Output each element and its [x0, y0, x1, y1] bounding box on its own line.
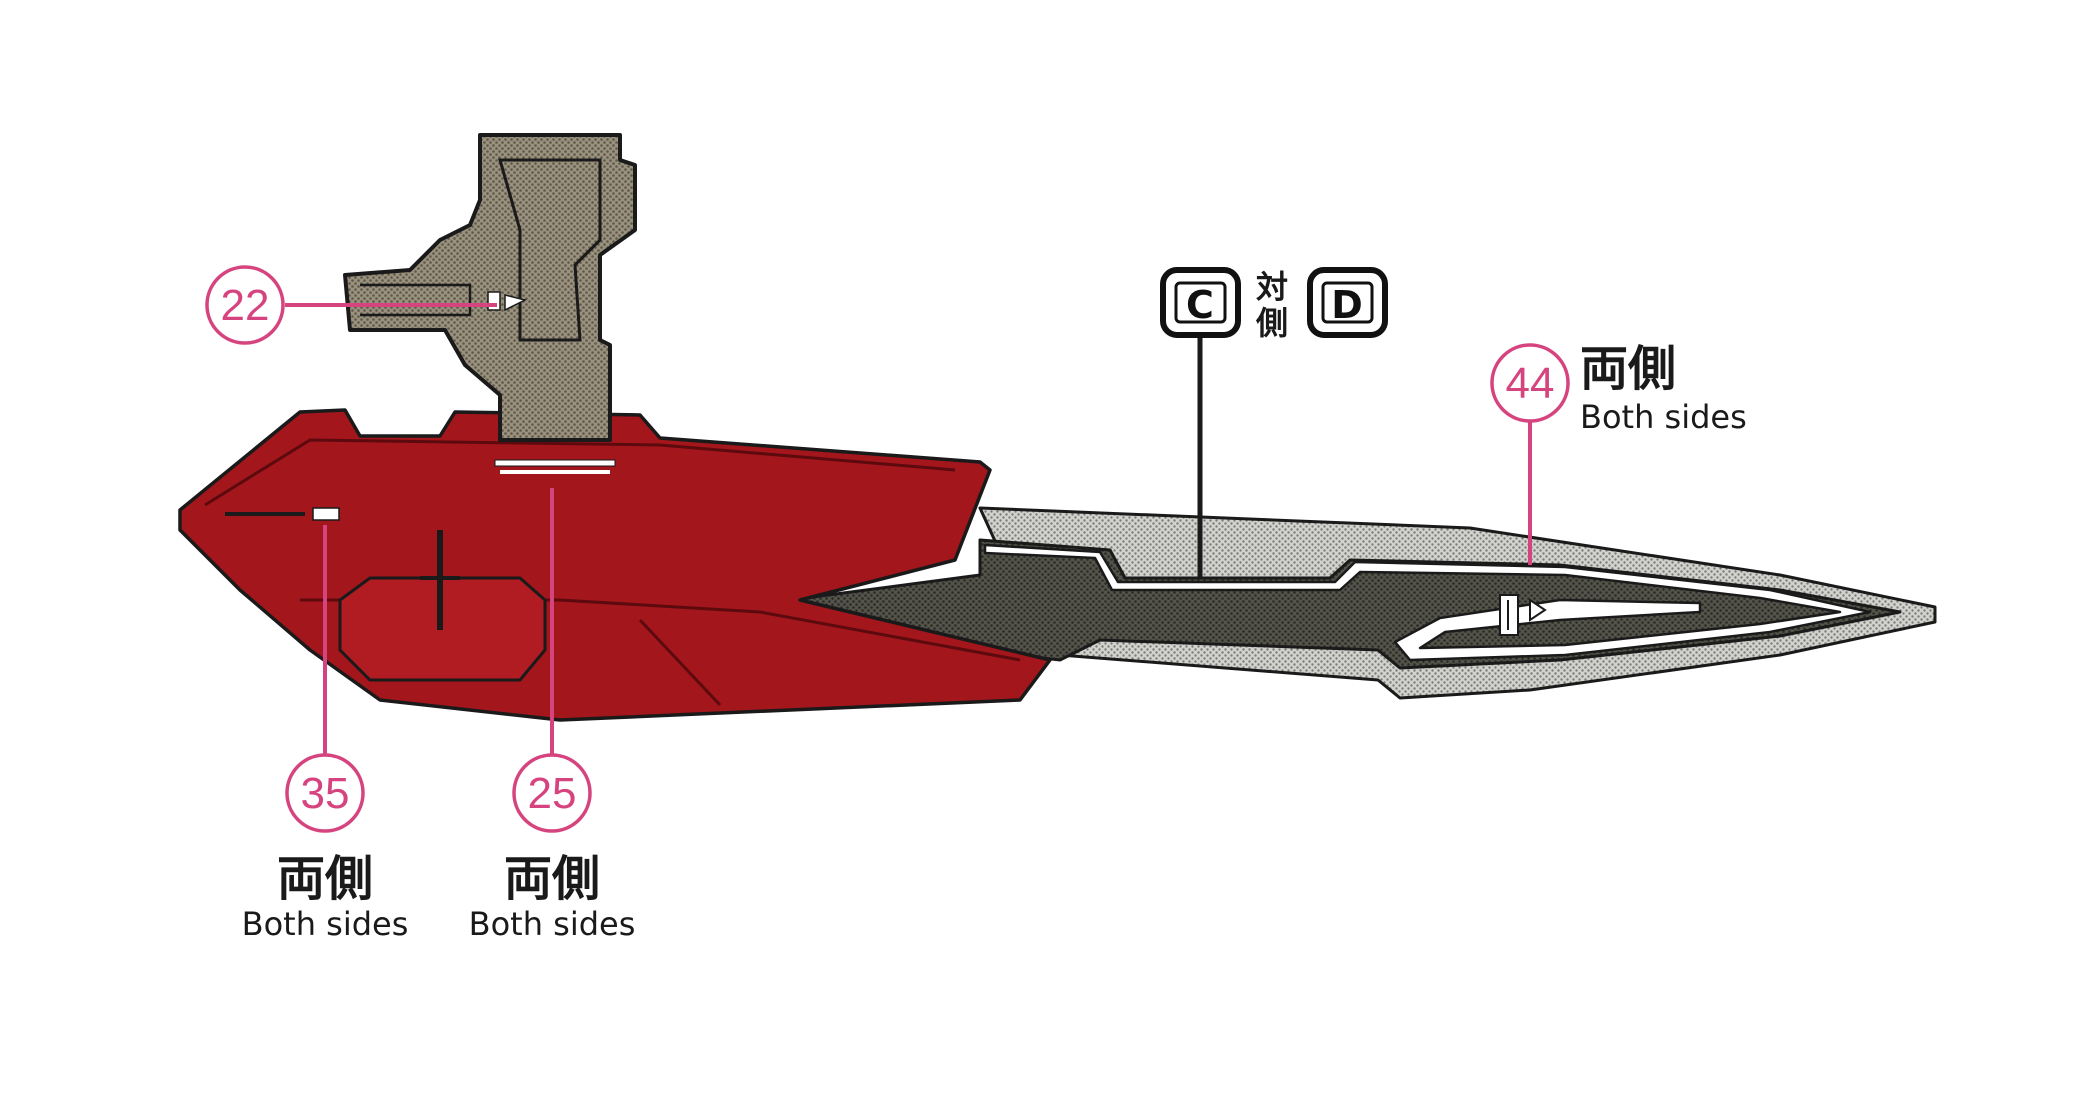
tag-jp-line1: 対 — [1256, 268, 1288, 306]
tag-c-letter: C — [1186, 283, 1214, 327]
tag-jp-line2: 側 — [1255, 304, 1288, 342]
callout-22: 22 — [205, 265, 285, 345]
callout-44-jp-label: 両側 — [1580, 341, 1676, 397]
callout-44-en-label: Both sides — [1580, 398, 1747, 436]
callout-25-number: 25 — [528, 769, 577, 818]
callout-25-jp-label: 両側 — [504, 851, 600, 907]
tag-d-box — [1307, 267, 1388, 338]
tag-c-box — [1160, 267, 1241, 338]
callout-35-circle — [285, 753, 365, 833]
callout-35: 35 両側 Both sides — [242, 753, 409, 943]
callout-25: 25 両側 Both sides — [469, 753, 636, 943]
marker-25-target — [494, 459, 616, 474]
callout-22-circle — [205, 265, 285, 345]
callout-25-circle — [512, 753, 592, 833]
callout-44-circle — [1490, 343, 1570, 423]
blade-emblem — [1499, 594, 1547, 636]
callout-35-en-label: Both sides — [242, 905, 409, 943]
red-armor-shell — [178, 408, 1052, 722]
mount-structure — [343, 133, 637, 442]
callout-22-number: 22 — [221, 281, 270, 330]
callout-44-number: 44 — [1506, 359, 1555, 408]
sword-illustration-icon — [178, 133, 1937, 722]
callout-35-number: 35 — [301, 769, 350, 818]
callout-25-en-label: Both sides — [469, 905, 636, 943]
tag-d-letter: D — [1331, 283, 1363, 327]
callout-35-jp-label: 両側 — [277, 851, 373, 907]
marker-35-target — [312, 507, 340, 521]
option-tag-c-d: C 対 側 D — [1160, 267, 1388, 342]
blade-channel — [983, 543, 1872, 662]
callout-44: 44 両側 Both sides — [1490, 341, 1747, 436]
